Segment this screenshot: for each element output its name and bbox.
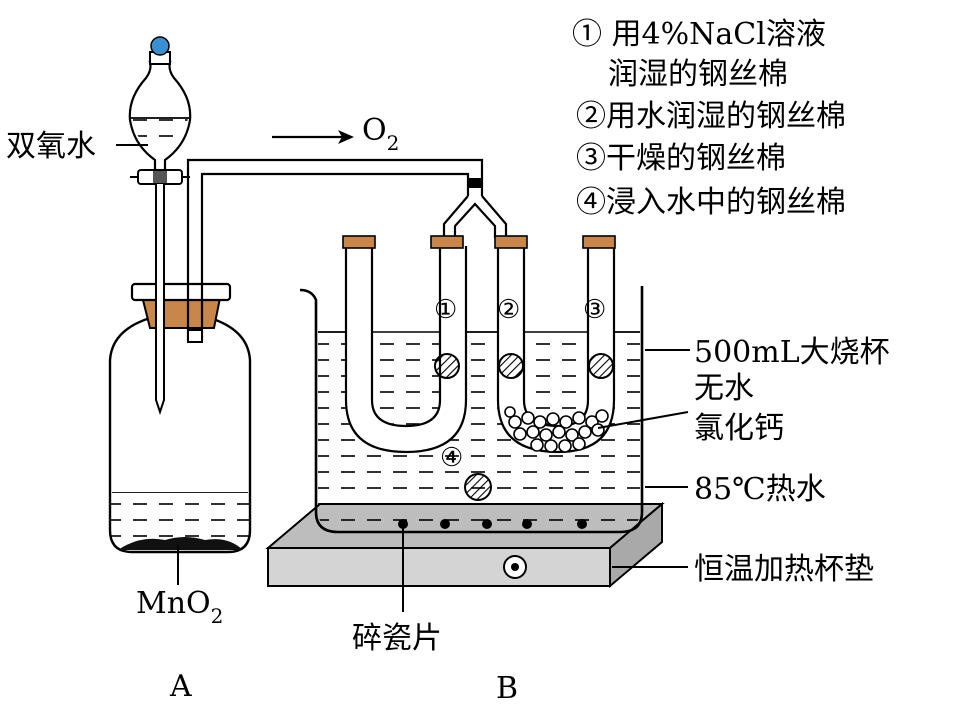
- legend-item-4: ④浸入水中的钢丝棉: [576, 185, 846, 220]
- label-oxygen: O2: [362, 113, 399, 155]
- beaker: [299, 286, 644, 534]
- label-apparatus-a: A: [169, 669, 192, 704]
- y-split-tube: [442, 195, 508, 238]
- legend-item-3: ③干燥的钢丝棉: [576, 141, 786, 176]
- label-porcelain: 碎瓷片: [352, 621, 442, 656]
- tube-number-4: ④: [440, 443, 463, 473]
- label-apparatus-b: B: [496, 671, 518, 705]
- label-mno2: MnO2: [136, 586, 223, 628]
- legend-item-1-line-1: ① 用4%NaCl溶液: [572, 17, 826, 52]
- mno2-powder: [118, 537, 243, 550]
- label-beaker: 500mL大烧杯: [694, 335, 890, 370]
- apparatus-a: [108, 36, 508, 585]
- funnel-knob: [150, 36, 170, 56]
- label-cacl2-line-2: 氯化钙: [694, 411, 784, 446]
- steel-wool-samples: [434, 353, 614, 501]
- label-heating-pad: 恒温加热杯垫: [694, 552, 874, 587]
- legend-item-1-line-2: 润湿的钢丝棉: [608, 57, 788, 92]
- legend: ① 用4%NaCl溶液 润湿的钢丝棉 ②用水润湿的钢丝棉 ③干燥的钢丝棉 ④浸入…: [572, 17, 846, 220]
- tube-number-1: ①: [434, 295, 457, 325]
- label-hydrogen-peroxide: 双氧水: [6, 129, 96, 164]
- funnel-body: [128, 60, 192, 174]
- gas-bottle: [108, 300, 252, 554]
- tube-stoppers: [342, 235, 616, 249]
- stopper-rim: [130, 282, 232, 302]
- label-cacl2-line-1: 无水: [694, 371, 754, 406]
- calcium-chloride-pellets: [504, 406, 609, 453]
- label-hot-water: 85℃热水: [694, 472, 826, 507]
- apparatus-b: [265, 130, 690, 612]
- tube-number-3: ③: [583, 295, 606, 325]
- heating-pad-front: [267, 547, 611, 587]
- tube-number-2: ②: [497, 295, 520, 325]
- legend-item-2: ②用水润湿的钢丝棉: [576, 99, 846, 134]
- funnel-stem: [155, 184, 165, 416]
